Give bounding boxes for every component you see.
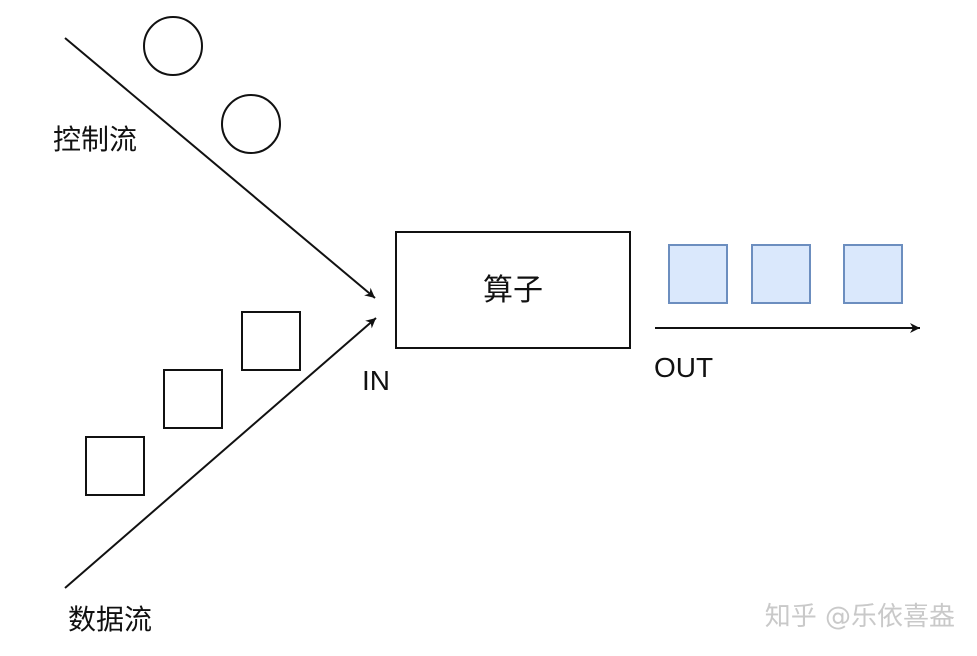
data-flow-arrow xyxy=(64,317,377,589)
input-label: IN xyxy=(362,365,390,396)
data-flow-label: 数据流 xyxy=(68,603,153,636)
output-token-square xyxy=(751,244,811,304)
output-label: OUT xyxy=(654,352,714,383)
operator-label: 算子 xyxy=(483,273,543,308)
data-token-square xyxy=(85,436,145,496)
watermark: 知乎 @乐依喜盎 xyxy=(764,602,955,632)
operator-box xyxy=(395,231,631,349)
control-token-circle xyxy=(143,16,203,76)
output-token-square xyxy=(668,244,728,304)
control-token-circle xyxy=(221,94,281,154)
data-token-square xyxy=(163,369,223,429)
control-flow-arrow xyxy=(64,37,376,299)
data-token-square xyxy=(241,311,301,371)
control-flow-label: 控制流 xyxy=(53,123,138,156)
output-token-square xyxy=(843,244,903,304)
